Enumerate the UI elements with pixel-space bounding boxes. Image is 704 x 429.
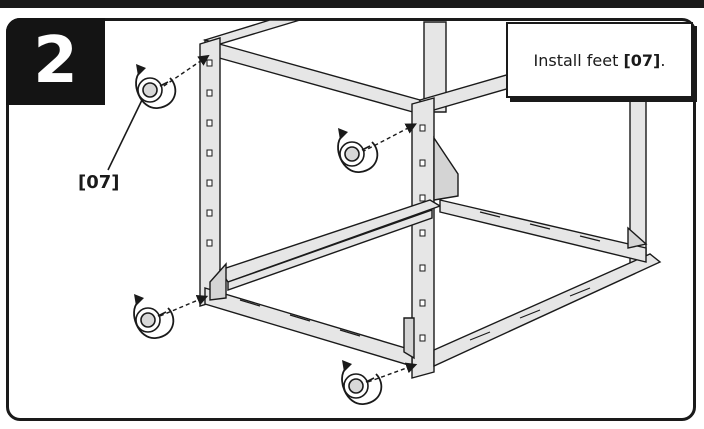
caption-text: Install feet [533,50,624,70]
leveling-foot-icon [135,307,167,333]
leveling-feet [133,64,383,405]
install-guides [157,54,418,383]
step-number-badge: 2 [6,18,105,105]
leveling-foot-icon [339,141,371,167]
leveling-foot-icon [343,373,375,399]
instruction-caption: Install feet [07]. [506,22,693,98]
rack-frame [199,19,662,379]
part-leader-line [107,99,143,171]
top-rule [0,0,704,8]
part-callout-label: [07] [78,172,120,193]
rotation-arrow-icon [133,301,175,339]
rotation-arrow-icon [337,135,379,173]
rail-slots [239,211,601,341]
rotation-arrow-icon [135,71,177,109]
leveling-foot-icon [137,77,169,103]
caption-suffix: . [660,50,666,70]
caption-part-ref: [07] [623,50,661,70]
rotation-arrow-icon [341,367,383,405]
